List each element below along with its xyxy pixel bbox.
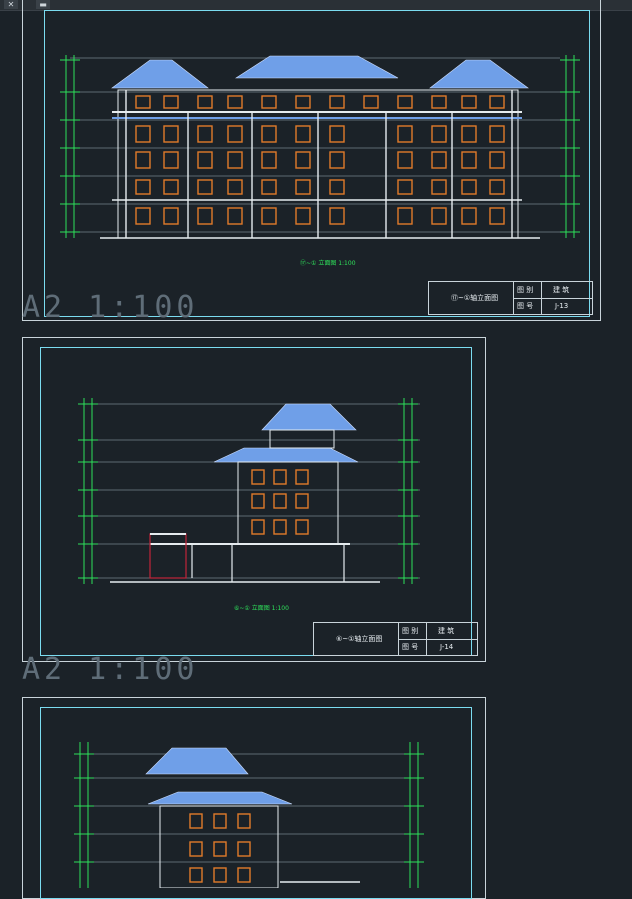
titleblock-category-label: 图 别: [402, 627, 419, 635]
titleblock-category-value: 建 筑: [438, 627, 455, 635]
scale-label-1: A2 1:100: [22, 290, 199, 325]
titleblock-name: ⑰~①轴立面图: [451, 294, 499, 302]
elevation-title-2: ⑥~① 立面图 1:100: [234, 605, 289, 612]
titleblock-number-value: J-14: [440, 643, 454, 651]
titleblock-category-label: 图 别: [517, 286, 534, 294]
titleblock-category-value: 建 筑: [553, 286, 570, 294]
drawing-frame-3: [40, 707, 472, 899]
titleblock-1: ⑰~①轴立面图 图 别 建 筑 图 号 J-13: [428, 281, 593, 315]
drawing-frame-2: [40, 347, 472, 656]
titleblock-number-value: J-13: [555, 302, 569, 310]
titleblock-name: ⑥~①轴立面图: [336, 635, 383, 643]
elevation-title-1: ⑰~① 立面图 1:100: [300, 260, 356, 267]
elevation-drawing-1: [60, 55, 580, 239]
drawing-sheet-1[interactable]: [22, 0, 601, 321]
titleblock-number-label: 图 号: [402, 643, 419, 651]
titleblock-2: ⑥~①轴立面图 图 别 建 筑 图 号 J-14: [313, 622, 478, 656]
drawing-sheet-2[interactable]: [22, 337, 486, 662]
titleblock-number-label: 图 号: [517, 302, 534, 310]
scale-label-2: A2 1:100: [22, 652, 199, 687]
drawing-frame-1: [44, 10, 590, 317]
close-icon[interactable]: ✕: [4, 0, 18, 9]
menu-icon[interactable]: ▬: [36, 0, 50, 9]
